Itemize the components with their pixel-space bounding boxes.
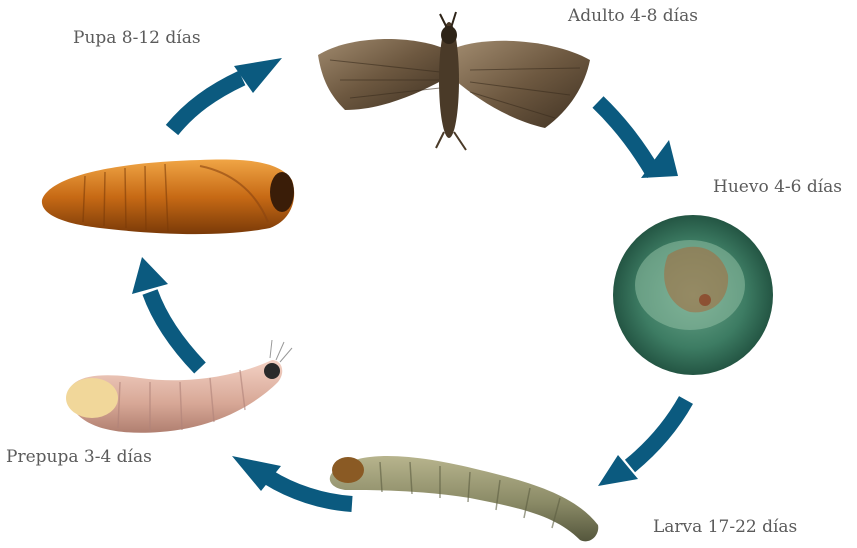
label-larva: Larva 17-22 días [653, 517, 797, 537]
label-pupa: Pupa 8-12 días [73, 28, 201, 48]
pupa-image [42, 160, 294, 235]
arrow-egg-to-larva [630, 400, 686, 466]
arrow-adult-to-egg [598, 102, 654, 174]
arrowhead-pupa-to-adult [234, 58, 282, 93]
egg-image [613, 215, 773, 375]
arrow-pupa-to-adult [172, 78, 242, 130]
arrow-prepupa-to-pupa [150, 292, 200, 368]
label-adulto: Adulto 4-8 días [568, 6, 698, 26]
adult-moth-image [318, 12, 590, 150]
larva-image [330, 456, 598, 541]
label-prepupa: Prepupa 3-4 días [6, 447, 152, 467]
label-huevo: Huevo 4-6 días [713, 177, 842, 197]
arrowhead-prepupa-to-pupa [132, 257, 168, 294]
